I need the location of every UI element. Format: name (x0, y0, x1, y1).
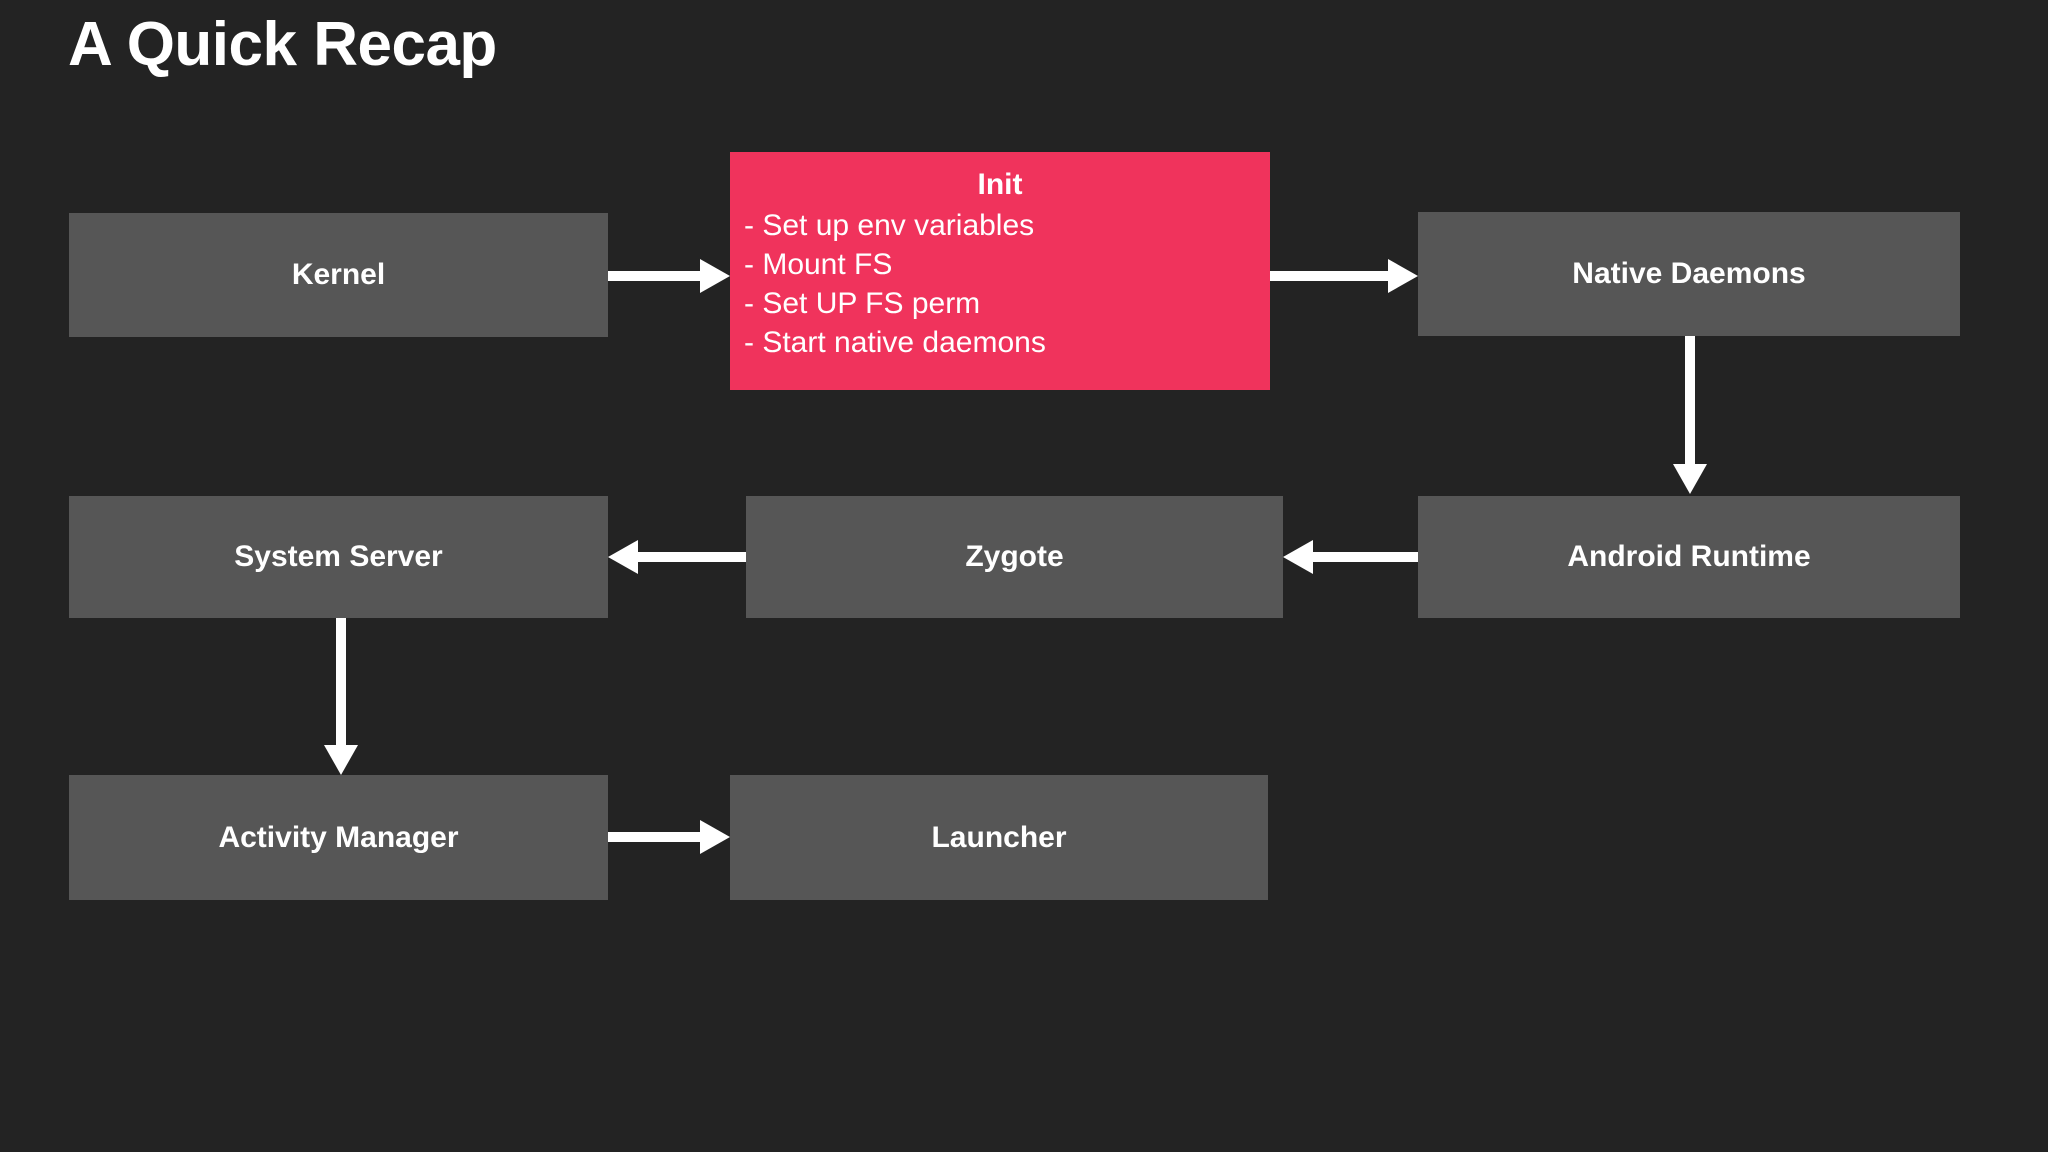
node-init-item: - Start native daemons (744, 325, 1046, 359)
arrow-android-runtime-to-zygote-shaft (1313, 552, 1418, 562)
node-init-title: Init (977, 168, 1023, 201)
node-android-runtime-label: Android Runtime (1567, 540, 1811, 573)
arrow-system-server-to-activity-manager-shaft (336, 618, 346, 745)
node-native-daemons-label: Native Daemons (1572, 257, 1806, 290)
arrow-zygote-to-system-server-shaft (638, 552, 746, 562)
arrow-activity-manager-to-launcher-head-icon (700, 820, 730, 854)
node-activity-manager[interactable]: Activity Manager (69, 775, 608, 900)
page-title: A Quick Recap (68, 10, 497, 79)
node-zygote-label: Zygote (965, 540, 1064, 573)
node-init-item-list: - Set up env variables - Mount FS - Set … (730, 208, 1270, 361)
arrow-system-server-to-activity-manager-head-icon (324, 745, 358, 775)
node-launcher-label: Launcher (931, 820, 1067, 854)
node-init-item: - Set UP FS perm (744, 286, 981, 320)
arrow-init-to-native-daemons-head-icon (1388, 259, 1418, 293)
arrow-activity-manager-to-launcher-shaft (608, 832, 700, 842)
arrow-kernel-to-init-head-icon (700, 259, 730, 293)
arrow-kernel-to-init-shaft (608, 271, 700, 281)
node-system-server-label: System Server (234, 540, 443, 573)
arrow-android-runtime-to-zygote-head-icon (1283, 540, 1313, 574)
node-init-item: - Set up env variables (744, 208, 1035, 242)
arrow-native-daemons-to-android-runtime-shaft (1685, 336, 1695, 464)
node-activity-manager-label: Activity Manager (218, 820, 459, 854)
node-native-daemons[interactable]: Native Daemons (1418, 212, 1960, 336)
node-kernel[interactable]: Kernel (69, 213, 608, 337)
node-system-server[interactable]: System Server (69, 496, 608, 618)
arrow-native-daemons-to-android-runtime-head-icon (1673, 464, 1707, 494)
node-launcher[interactable]: Launcher (730, 775, 1268, 900)
node-android-runtime[interactable]: Android Runtime (1418, 496, 1960, 618)
node-init[interactable]: Init - Set up env variables - Mount FS -… (730, 152, 1270, 390)
node-init-item: - Mount FS (744, 247, 893, 281)
arrow-init-to-native-daemons-shaft (1270, 271, 1388, 281)
node-zygote[interactable]: Zygote (746, 496, 1283, 618)
node-kernel-label: Kernel (291, 258, 386, 291)
arrow-zygote-to-system-server-head-icon (608, 540, 638, 574)
